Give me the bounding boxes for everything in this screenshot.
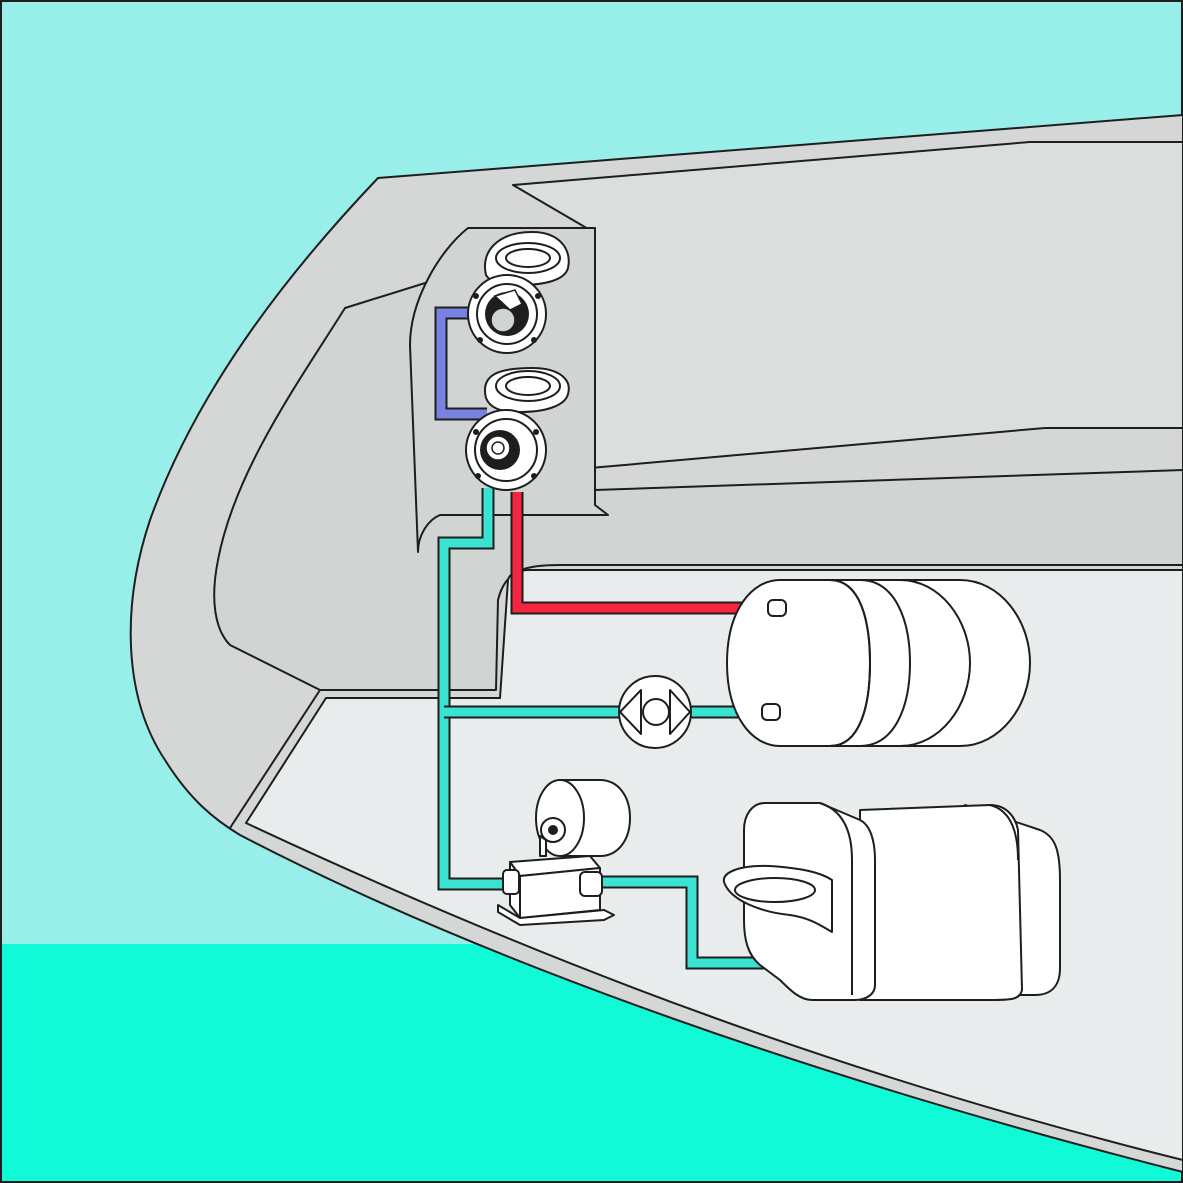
mixer-link-line <box>434 306 487 421</box>
deck-fitting-icon <box>465 367 570 491</box>
deck-shower-fitting-icon <box>467 231 570 354</box>
hot-water-line <box>510 492 778 615</box>
side-panel <box>512 141 1183 469</box>
cold-water-line <box>437 488 778 970</box>
water-heater-icon <box>726 579 1031 747</box>
water-pump-icon <box>497 779 631 926</box>
deck-edge <box>229 689 321 829</box>
check-valve-icon <box>618 675 692 749</box>
water-tank-icon <box>722 802 1061 1001</box>
